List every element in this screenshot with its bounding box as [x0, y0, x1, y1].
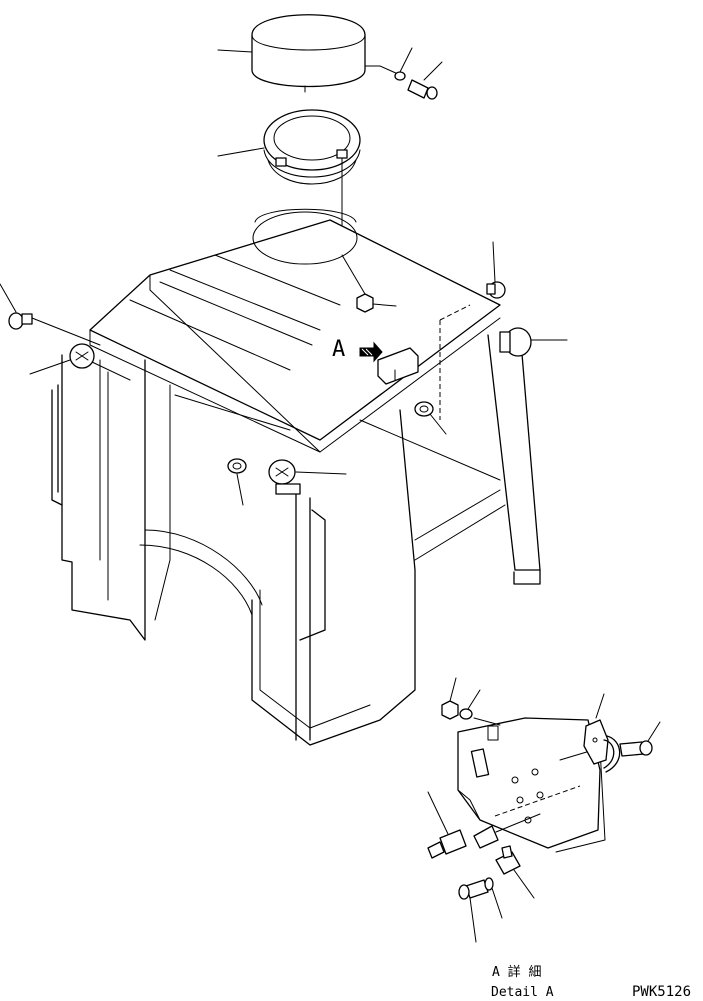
view-label: A	[332, 337, 345, 362]
leader-cover	[217, 49, 253, 53]
leader-ring	[217, 147, 265, 157]
detail-plate-part	[495, 845, 521, 875]
detail-harness-part	[603, 735, 621, 773]
leader-left-frame	[91, 361, 131, 381]
leader-detail-bolt	[469, 897, 477, 943]
cover-washer-part	[394, 71, 406, 81]
left-cap-bolt-part	[8, 312, 33, 330]
right-side-knob-part	[499, 327, 532, 357]
guide-nut	[341, 254, 366, 295]
rubber-spacer-right-part	[414, 401, 434, 417]
leader-bolt	[423, 61, 443, 81]
drawing-code: PWK5126	[632, 984, 691, 1000]
detail-screw-part	[619, 740, 653, 757]
detail-clip-part	[583, 719, 609, 765]
detail-bolt-part	[458, 879, 489, 900]
view-arrow-icon	[359, 341, 383, 363]
guide-detail-nut	[473, 717, 501, 726]
leader-detail-bolt-washer	[491, 887, 503, 919]
top-cover-part	[251, 14, 366, 93]
leader-front-mount	[295, 471, 347, 475]
leader-spacer-right	[429, 413, 447, 435]
leader-washer	[399, 47, 413, 73]
detail-washer-part	[459, 708, 473, 720]
roof-nut-part	[356, 293, 374, 313]
detail-label-en: Detail A	[491, 985, 554, 1000]
bracket-on-frame-part	[377, 347, 419, 385]
leader-roof-nut	[372, 303, 397, 307]
leader-spacer-left	[236, 473, 244, 506]
right-top-cap-part	[486, 281, 506, 299]
detail-switch-part	[427, 825, 499, 859]
leader-detail-plate	[513, 869, 535, 899]
detail-bolt-washer-part	[484, 877, 494, 891]
leader-cover-bolt	[364, 65, 399, 75]
cover-bolt-part	[407, 79, 438, 100]
front-mount-knob-part	[268, 459, 301, 495]
left-mount-knob-part	[69, 343, 95, 369]
leader-left-mount	[29, 359, 71, 375]
detail-a-bracket-part	[457, 717, 606, 853]
ring-bellows-part	[263, 109, 361, 185]
detail-nut-part	[441, 700, 459, 720]
leader-right-top-cap	[492, 241, 496, 283]
rubber-spacer-left-part	[227, 458, 247, 474]
leader-detail-clip	[595, 693, 605, 719]
guide-switch	[495, 813, 541, 833]
leader-detail-nut	[449, 677, 457, 702]
guide-left-cap-bolt	[31, 317, 101, 346]
leader-detail-washer	[467, 689, 481, 710]
leader-detail-screw	[647, 721, 661, 742]
cab-frame-part	[51, 208, 541, 746]
leader-detail-switch	[427, 791, 449, 835]
leader-left-cap-bolt	[0, 283, 17, 313]
detail-label-ja: A 詳 細	[492, 964, 541, 980]
